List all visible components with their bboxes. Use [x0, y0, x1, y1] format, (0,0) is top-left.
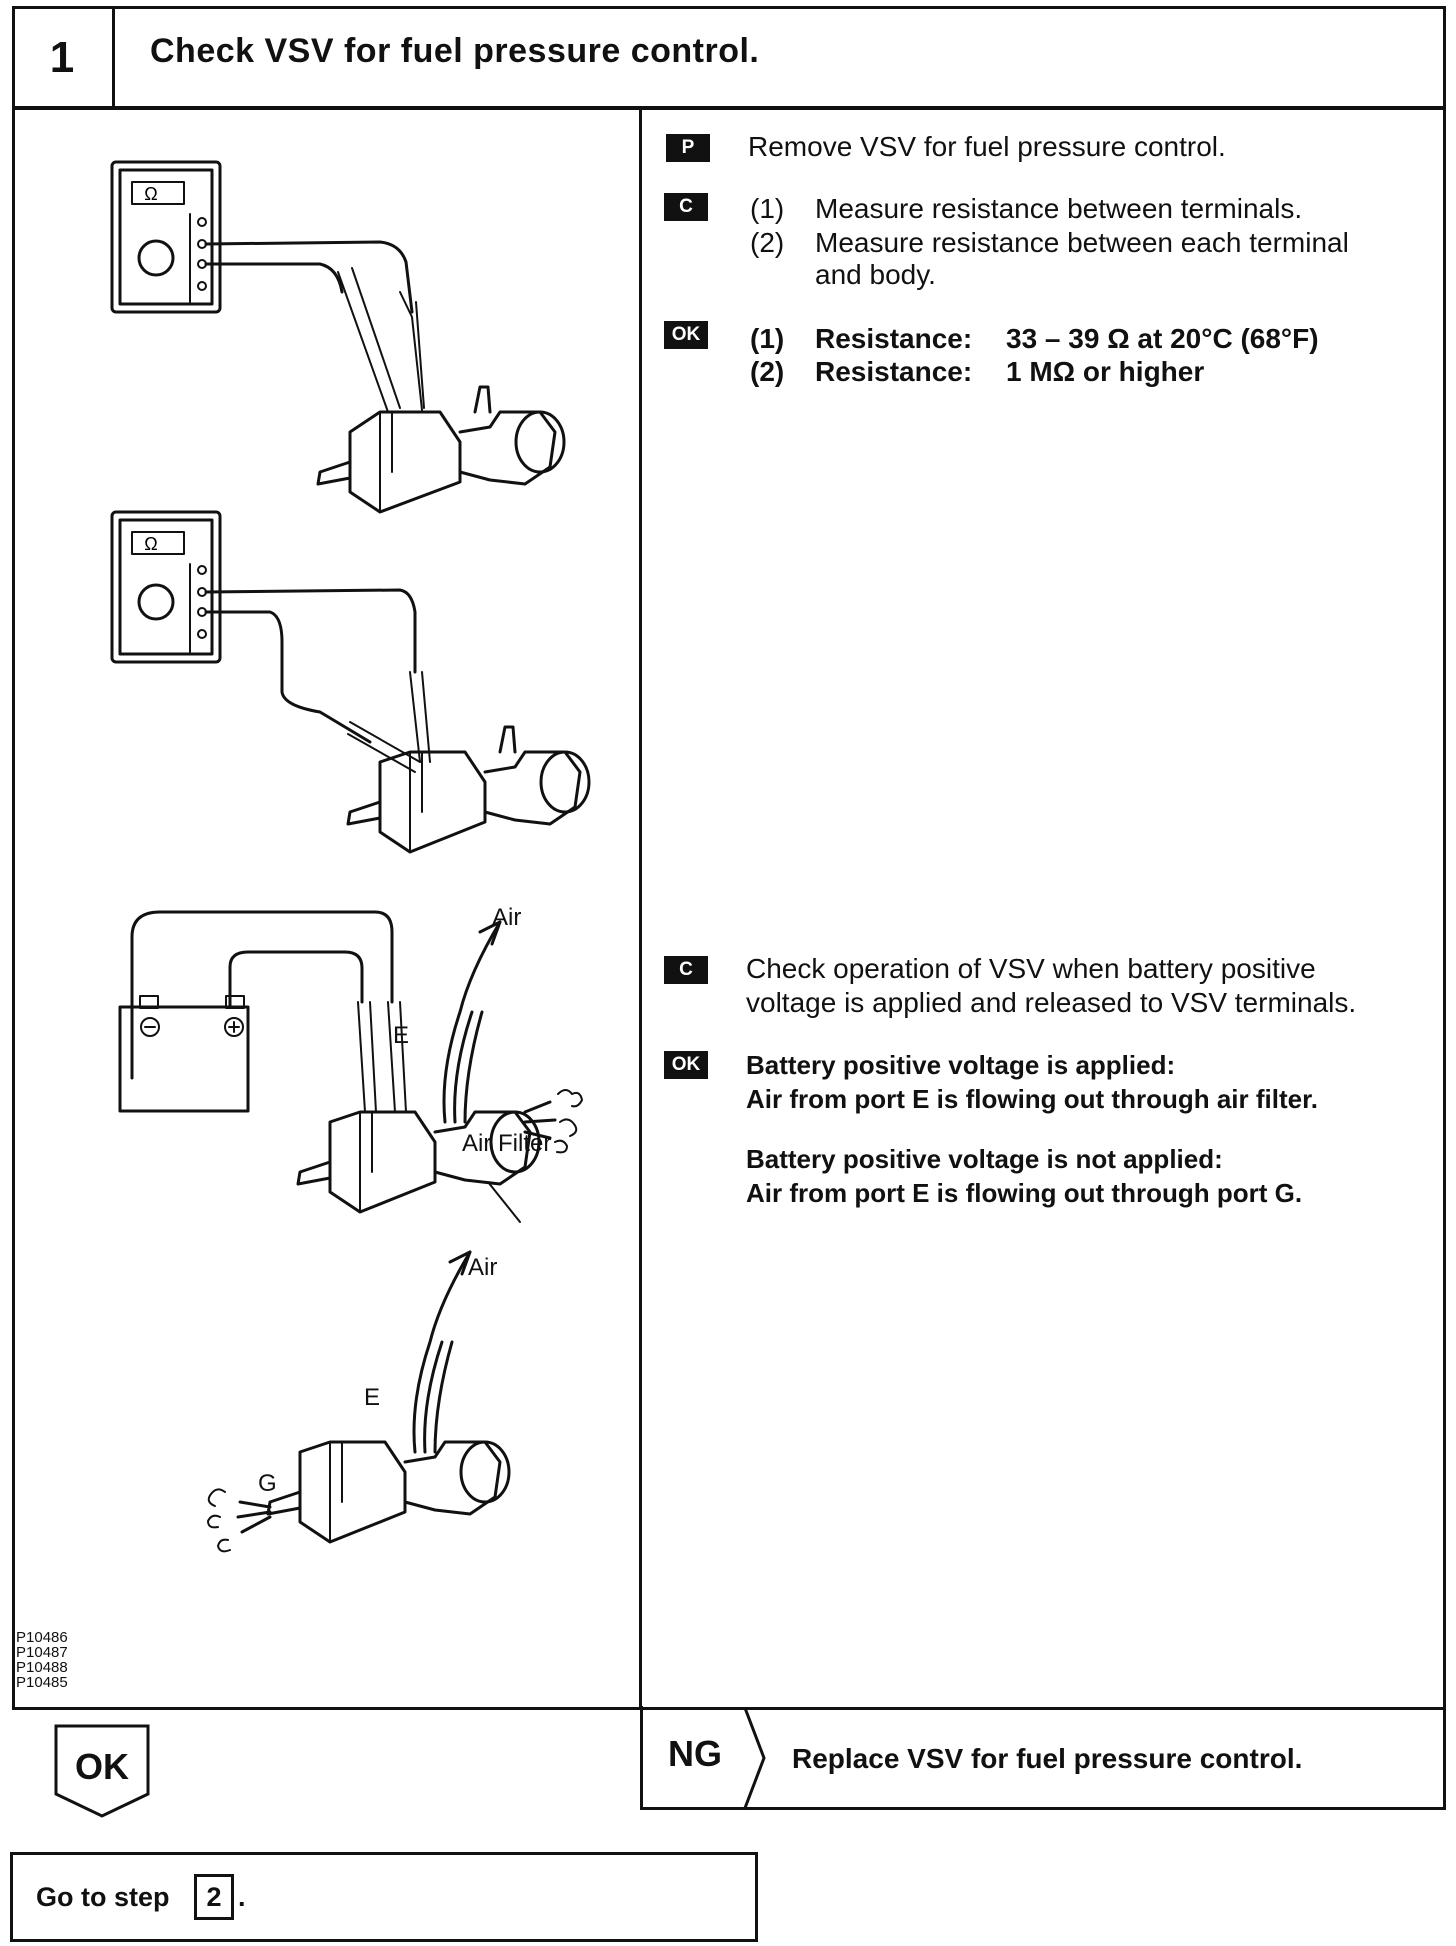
goto-box [10, 1852, 758, 1942]
ok2-text-3: Battery positive voltage is not applied: [746, 1144, 1223, 1174]
ok-label: OK [75, 1746, 129, 1787]
step-number: 1 [12, 6, 115, 110]
port-e-label-1: E [393, 1022, 410, 1049]
ok1-label-2: Resistance: [815, 356, 973, 387]
prep-badge: P [666, 134, 710, 162]
ok-badge-1: OK [664, 321, 708, 349]
reference-codes: P10486 P10487 P10488 P10485 [16, 1629, 68, 1691]
battery-diagram [118, 910, 583, 1223]
check1-num-2: (2) [750, 227, 785, 258]
diagram-column: Ω Ω [110, 160, 591, 1553]
ok-badge-2: OK [664, 1051, 708, 1079]
ok1-num-1: (1) [750, 323, 785, 354]
check1-num-1: (1) [750, 193, 785, 224]
column-divider [639, 106, 642, 1710]
air-filter-label: Air Filter [462, 1130, 552, 1157]
goto-step-number[interactable]: 2 [194, 1874, 234, 1920]
check-badge-1: C [664, 193, 708, 221]
goto-text: Go to step [36, 1882, 170, 1912]
ohm-symbol-1: Ω [144, 184, 157, 204]
ng-text: Replace VSV for fuel pressure control. [792, 1743, 1303, 1774]
ng-box [640, 1706, 1446, 1810]
ok1-value-2: 1 MΩ or higher [1006, 356, 1205, 387]
check2-text-1: Check operation of VSV when battery posi… [746, 953, 1316, 984]
ok-shield [54, 1724, 150, 1818]
goto-period: . [238, 1882, 246, 1912]
ohmmeter-diagram-1 [110, 160, 566, 514]
vsv-off-diagram [207, 1250, 511, 1553]
air-label-1: Air [492, 904, 522, 931]
check-badge-2: C [664, 956, 708, 984]
air-label-2: Air [468, 1254, 498, 1281]
ok2-text-1: Battery positive voltage is applied: [746, 1050, 1176, 1080]
ok1-num-2: (2) [750, 356, 785, 387]
ok1-label-1: Resistance: [815, 323, 973, 354]
port-e-label-2: E [364, 1384, 381, 1411]
check1-text-1: Measure resistance between terminals. [815, 193, 1303, 224]
step-title: Check VSV for fuel pressure control. [150, 32, 760, 70]
prep-text: Remove VSV for fuel pressure control. [748, 131, 1226, 162]
ok1-value-1: 33 – 39 Ω at 20°C (68°F) [1006, 323, 1319, 354]
ng-arrow [743, 1707, 766, 1809]
ohm-symbol-2: Ω [144, 534, 157, 554]
ng-label: NG [668, 1733, 722, 1774]
ok2-text-4: Air from port E is flowing out through p… [746, 1178, 1303, 1208]
main-panel [12, 106, 1446, 1710]
check1-text-2: Measure resistance between each terminal [815, 227, 1349, 258]
port-g-label: G [258, 1470, 277, 1497]
check1-text-2-cont: and body. [815, 259, 936, 290]
ohmmeter-diagram-2 [110, 510, 591, 854]
check2-text-2: voltage is applied and released to VSV t… [746, 987, 1357, 1018]
ok2-text-2: Air from port E is flowing out through a… [746, 1084, 1318, 1114]
